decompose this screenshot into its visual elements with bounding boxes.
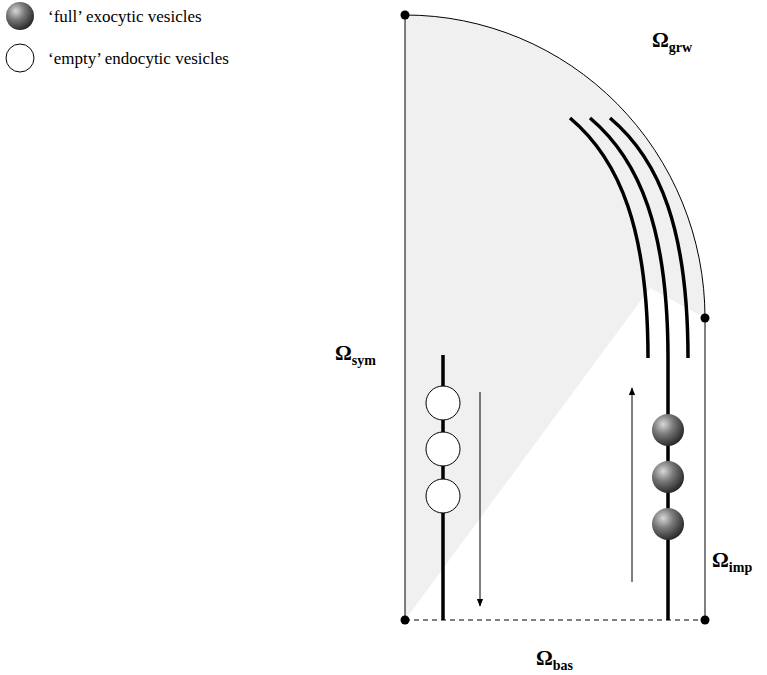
legend-text: ‘empty’ endocytic vesicles <box>48 50 229 67</box>
corner-dot <box>401 11 410 20</box>
growth-boundary <box>405 15 705 318</box>
exocytic-vesicle <box>652 414 684 446</box>
microtubule <box>610 118 688 358</box>
transport-arrow <box>480 392 481 606</box>
exocytic-vesicle-sample <box>6 2 34 30</box>
impermeable-boundary <box>705 318 706 620</box>
symmetry-boundary <box>405 15 406 620</box>
boundary-label: Ωimp <box>712 550 752 575</box>
microtubule <box>570 118 648 358</box>
endocytic-vesicle-sample <box>6 44 34 72</box>
boundary-label: Ωsym <box>335 343 376 368</box>
shaded-region <box>405 15 705 620</box>
exocytic-vesicle <box>652 461 684 493</box>
transport-arrow <box>632 388 633 582</box>
exocytic-vesicle <box>652 508 684 540</box>
endocytic-vesicle <box>426 432 460 466</box>
endocytic-vesicle <box>426 386 460 420</box>
boundary-label: Ωgrw <box>652 30 692 55</box>
boundary-label: Ωbas <box>536 648 573 673</box>
corner-dot <box>701 314 710 323</box>
corner-dot <box>701 616 710 625</box>
microtubule <box>590 118 668 620</box>
corner-dot <box>401 616 410 625</box>
endocytic-vesicle <box>426 479 460 513</box>
legend-text: ‘full’ exocytic vesicles <box>48 8 202 25</box>
base-boundary <box>405 620 705 621</box>
